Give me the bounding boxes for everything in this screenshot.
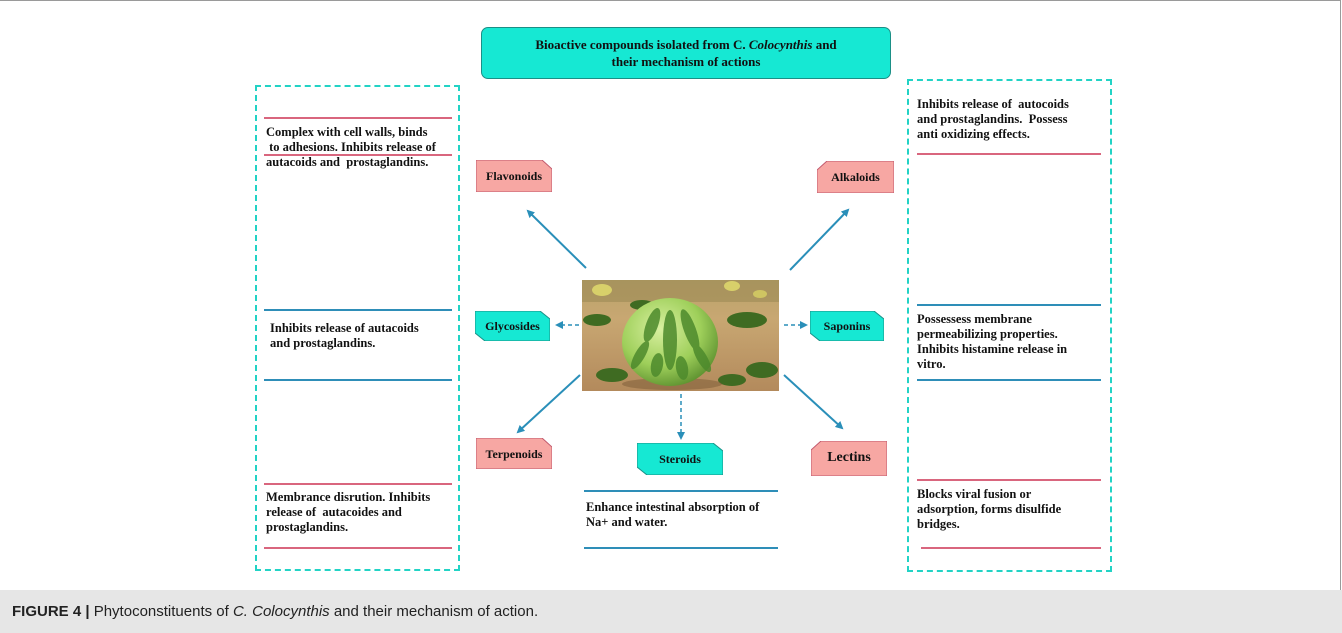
divider-line	[584, 490, 778, 492]
divider-line	[264, 117, 452, 119]
title-line-1: Bioactive compounds isolated from C. Col…	[535, 37, 837, 52]
alkaloids-tag: Alkaloids	[817, 161, 894, 193]
divider-line	[264, 547, 452, 549]
divider-line	[264, 379, 452, 381]
terpenoids-mechanism: Membrance disrution. Inhibits release of…	[266, 490, 431, 534]
divider-line	[584, 547, 778, 549]
arrow-to-terpenoids	[516, 374, 581, 434]
saponins-mechanism: Possessess membrane permeabilizing prope…	[917, 312, 1068, 371]
divider-line	[264, 483, 452, 485]
figure-caption: FIGURE 4 | Phytoconstituents of C. Coloc…	[12, 603, 539, 620]
steroids-tag: Steroids	[637, 443, 723, 475]
divider-line	[921, 547, 1101, 549]
saponins-tag: Saponins	[810, 311, 884, 341]
arrow-to-flavonoids	[526, 209, 587, 269]
left-panel	[255, 85, 460, 571]
divider-line	[917, 153, 1101, 155]
connector-arrows	[516, 208, 850, 440]
title-line-2: their mechanism of actions	[611, 54, 761, 69]
arrow-to-alkaloids	[789, 208, 850, 271]
caption-bar	[0, 590, 1342, 633]
divider-line	[917, 479, 1101, 481]
alkaloids-mechanism: Inhibits release of autocoids and prosta…	[917, 97, 1069, 141]
glycosides-tag: Glycosides	[475, 311, 550, 341]
lectins-mechanism: Blocks viral fusion or adsorption, forms…	[917, 487, 1062, 531]
colocynth-fruit-image	[582, 280, 779, 391]
arrow-to-lectins	[783, 374, 844, 430]
right-panel	[907, 79, 1112, 572]
flavonoids-tag: Flavonoids	[476, 160, 552, 192]
lectins-tag: Lectins	[811, 441, 887, 476]
terpenoids-tag: Terpenoids	[476, 438, 552, 469]
glycosides-mechanism: Inhibits release of autacoids and prosta…	[270, 321, 419, 350]
diagram-title: Bioactive compounds isolated from C. Col…	[481, 27, 891, 79]
flavonoids-mechanism: Complex with cell walls, binds to adhesi…	[266, 125, 436, 169]
steroids-mechanism: Enhance intestinal absorption of Na+ and…	[586, 500, 760, 529]
divider-line	[917, 379, 1101, 381]
divider-line	[264, 154, 452, 156]
divider-line	[917, 304, 1101, 306]
divider-line	[264, 309, 452, 311]
